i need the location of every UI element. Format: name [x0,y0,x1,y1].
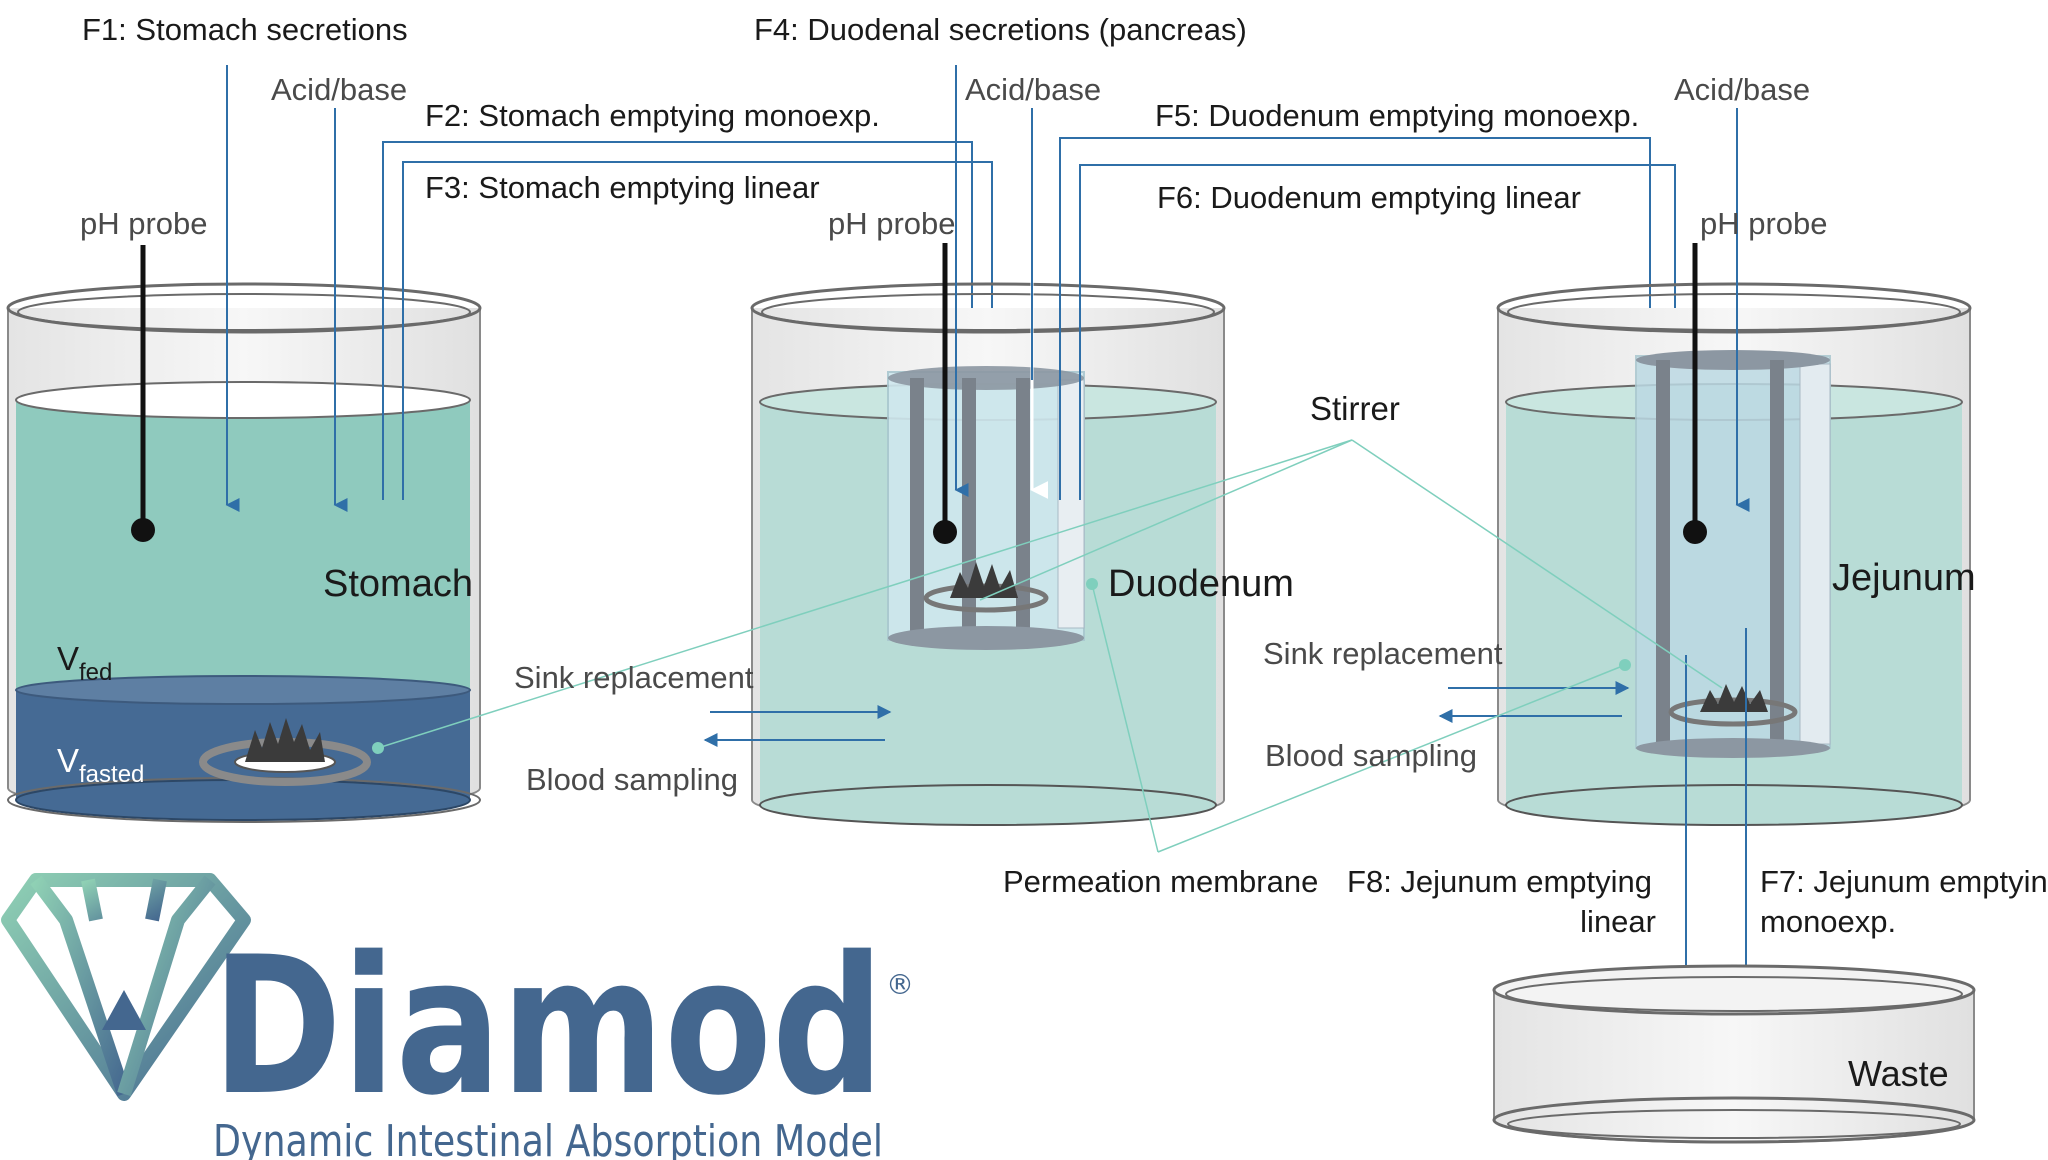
jejunum-acid-base-label: Acid/base [1674,72,1810,107]
duodenum-inner-chamber [887,366,1085,650]
stirrer-label: Stirrer [1310,390,1400,427]
stomach-stirrer-dot-icon [372,742,384,754]
duodenum-vessel [703,65,1688,826]
stomach-label: Stomach [323,563,473,605]
jejunum-ph-probe-tip-icon [1683,520,1707,544]
logo-wordmark: Diamod [212,916,884,1137]
logo-tagline: Dynamic Intestinal Absorption Model [213,1116,883,1160]
logo-triangle-icon [102,990,146,1030]
duodenum-ph-probe-tip-icon [933,520,957,544]
duodenum-sink-replacement-label: Sink replacement [514,660,754,695]
f7-label-line1: F7: Jejunum emptying [1760,864,2048,899]
jejunum-ph-probe-label: pH probe [1700,206,1828,241]
duodenum-acid-base-label: Acid/base [965,72,1101,107]
f3-label: F3: Stomach emptying linear [425,170,820,205]
diamond-gem-icon [1,873,251,1101]
permeation-membrane-label: Permeation membrane [1003,864,1318,899]
jejunum-sink-replacement-label: Sink replacement [1263,636,1503,671]
duodenum-blood-sampling-label: Blood sampling [526,762,738,797]
jejunum-label: Jejunum [1832,557,1976,599]
diamod-logo: Diamod ® Dynamic Intestinal Absorption M… [1,873,914,1160]
stomach-ph-probe-label: pH probe [80,206,208,241]
f1-label: F1: Stomach secretions [82,12,408,47]
f8-label-line2: linear [1580,904,1656,939]
duodenum-membrane-dot-icon [1086,578,1098,590]
duodenum-ph-probe-label: pH probe [828,206,956,241]
f4-label: F4: Duodenal secretions (pancreas) [754,12,1247,47]
f8-label-line1: F8: Jejunum emptying [1347,864,1652,899]
jejunum-inner-chamber [1635,350,1831,758]
f2-label: F2: Stomach emptying monoexp. [425,98,880,133]
duodenum-label: Duodenum [1108,563,1294,605]
f5-label: F5: Duodenum emptying monoexp. [1155,98,1639,133]
stomach-vessel [6,65,1005,823]
f6-label: F6: Duodenum emptying linear [1157,180,1581,215]
jejunum-vessel [1438,108,1972,999]
stomach-ph-probe-tip-icon [131,518,155,542]
waste-container [1492,964,1976,1144]
waste-label: Waste [1848,1053,1949,1094]
logo-registered-mark: ® [886,968,914,1001]
stomach-acid-base-label: Acid/base [271,72,407,107]
v-fasted-label: Vfasted [57,742,144,788]
permeation-annotation-lines [1091,583,1626,853]
stirrer-annotation-lines [377,439,1723,749]
jejunum-blood-sampling-label: Blood sampling [1265,738,1477,773]
f7-label-line2: monoexp. [1760,904,1896,939]
v-fed-label: Vfed [57,640,112,686]
jejunum-membrane-dot-icon [1619,659,1631,671]
stomach-stirrer-icon [199,718,371,786]
